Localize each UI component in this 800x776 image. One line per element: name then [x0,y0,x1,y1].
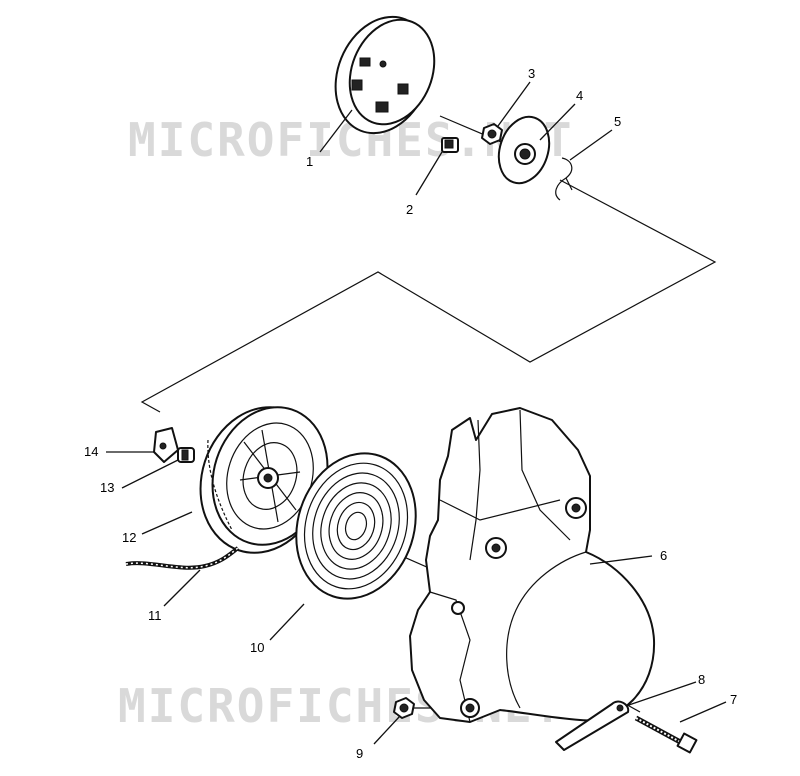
callout-4: 4 [576,88,583,103]
callout-13: 13 [100,480,114,495]
callout-7: 7 [730,692,737,707]
part-12-rope-pulley [199,406,329,554]
callout-12: 12 [122,530,136,545]
callout-5: 5 [614,114,621,129]
part-3-nut [481,123,503,145]
callout-labels: 1 2 3 4 5 6 7 8 9 10 11 12 13 14 [84,66,737,761]
part-10-recoil-spring [295,452,417,600]
callout-2: 2 [406,202,413,217]
callout-11: 11 [148,608,162,623]
part-13-pawl [177,447,195,463]
part-14-bracket [153,427,179,463]
part-11-rope [125,546,240,570]
part-4-pawl-plate [497,115,551,185]
part-1-drive-cup [334,15,436,135]
callout-leader-lines [106,81,727,745]
part-2-bolt [441,137,459,153]
callout-6: 6 [660,548,667,563]
callout-8: 8 [698,672,705,687]
part-6-starter-housing [409,407,656,723]
part-8-lever-washer [555,700,630,751]
callout-1: 1 [306,154,313,169]
part-5-spring-clip [555,157,573,201]
part-9-nut [393,697,415,719]
part-7-long-bolt [634,715,698,754]
callout-9: 9 [356,746,363,761]
callout-3: 3 [528,66,535,81]
callout-10: 10 [250,640,264,655]
callout-14: 14 [84,444,98,459]
